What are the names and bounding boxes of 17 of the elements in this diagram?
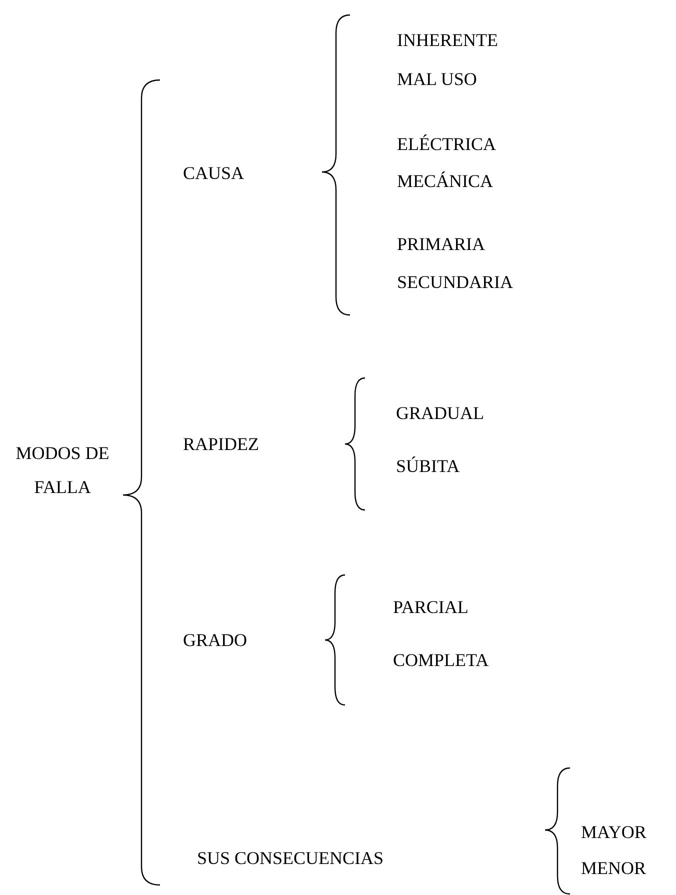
- category-label: ELÉCTRICA: [397, 133, 496, 155]
- category-label: SECUNDARIA: [397, 271, 514, 293]
- category-label: MENOR: [581, 857, 646, 879]
- category-label: MAYOR: [581, 821, 646, 843]
- category-label: SÚBITA: [396, 455, 460, 477]
- category-label: PRIMARIA: [397, 233, 486, 255]
- root-label: MODOS DE FALLA: [14, 442, 110, 499]
- category-label: MECÁNICA: [397, 170, 494, 192]
- category-label: MAL USO: [397, 68, 477, 90]
- category-label: GRADO: [183, 629, 248, 651]
- category-label: SUS CONSECUENCIAS: [197, 847, 384, 869]
- category-label: INHERENTE: [397, 29, 498, 51]
- category-label: RAPIDEZ: [183, 433, 259, 455]
- category-label: PARCIAL: [393, 596, 468, 618]
- category-label: CAUSA: [183, 162, 244, 184]
- category-label: GRADUAL: [396, 402, 484, 424]
- category-label: COMPLETA: [393, 649, 489, 671]
